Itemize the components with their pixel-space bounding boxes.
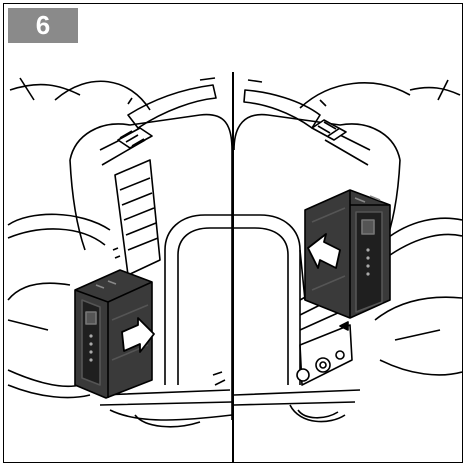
left-panel-remove <box>7 77 232 428</box>
right-panel-insert <box>234 79 462 423</box>
insert-arrow <box>307 233 341 269</box>
step-number-badge: 6 <box>8 8 78 43</box>
panel-divider <box>232 72 234 462</box>
battery-pack-right <box>304 189 391 319</box>
remove-arrow <box>121 317 155 353</box>
battery-pack-left <box>74 269 153 399</box>
